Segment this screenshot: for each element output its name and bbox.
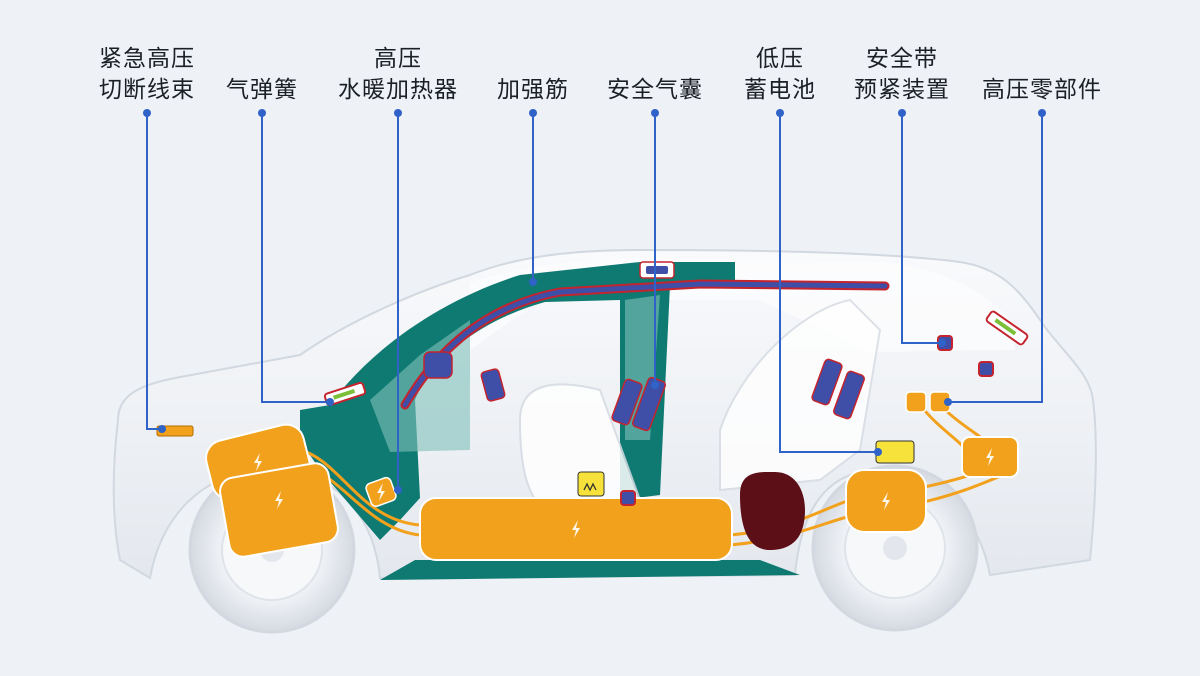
hv-battery-pack <box>419 497 733 561</box>
tailgate-gas-spring <box>985 310 1029 346</box>
label-gas-spring: 气弹簧 <box>226 75 298 106</box>
lv-battery-shape <box>740 471 805 550</box>
curtain-airbag-core <box>402 281 888 408</box>
label-line: 安全气囊 <box>607 77 703 103</box>
leader-lines <box>146 113 1043 490</box>
leader-dots <box>143 109 1046 494</box>
front-inverter <box>219 462 339 558</box>
label-pretensioner: 安全带 预紧装置 <box>854 44 950 106</box>
label-line: 低压 <box>756 46 804 72</box>
hv-heater-unit <box>365 476 397 508</box>
heater-icon <box>577 471 605 497</box>
reinforcement-frame <box>300 262 800 580</box>
label-line: 高压零部件 <box>982 77 1102 103</box>
label-line: 预紧装置 <box>854 77 950 103</box>
label-hv-heater: 高压 水暖加热器 <box>338 44 458 106</box>
label-hv-parts: 高压零部件 <box>982 75 1102 106</box>
rear-seat <box>719 298 882 492</box>
gas-spring-part <box>323 381 367 407</box>
hv-cut-tag <box>156 425 194 437</box>
charge-port-modules <box>905 391 951 413</box>
label-line: 切断线束 <box>99 77 195 103</box>
rear-hv-box <box>961 436 1019 478</box>
label-line: 紧急高压 <box>99 46 195 72</box>
label-line: 安全带 <box>866 46 938 72</box>
label-airbag: 安全气囊 <box>607 75 703 106</box>
label-line: 气弹簧 <box>226 77 298 103</box>
label-line: 水暖加热器 <box>338 77 458 103</box>
rear-motor <box>845 469 927 533</box>
label-line: 蓄电池 <box>744 77 816 103</box>
airbags <box>423 261 865 432</box>
front-seat <box>518 383 642 507</box>
label-hv-cut: 紧急高压 切断线束 <box>99 44 195 106</box>
label-line: 加强筋 <box>497 77 569 103</box>
label-rib: 加强筋 <box>497 75 569 106</box>
label-line: 高压 <box>374 46 422 72</box>
label-lv-battery: 低压 蓄电池 <box>744 44 816 106</box>
